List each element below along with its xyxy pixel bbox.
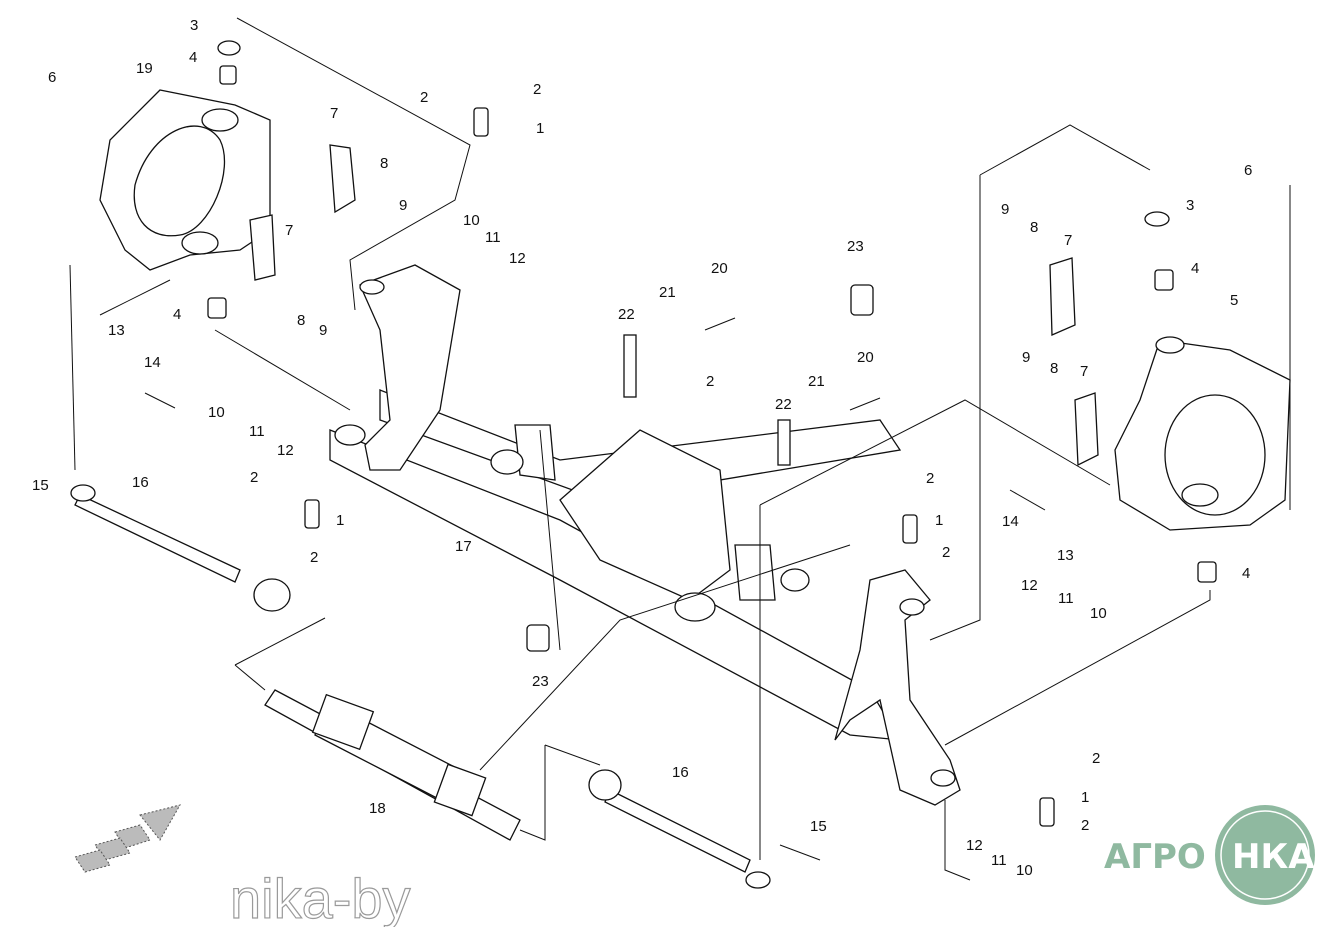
callout-7: 7 bbox=[1064, 232, 1072, 249]
callout-6: 6 bbox=[48, 69, 56, 86]
callout-9: 9 bbox=[1001, 201, 1009, 218]
callout-7: 7 bbox=[330, 105, 338, 122]
callout-14: 14 bbox=[144, 354, 161, 371]
callout-11: 11 bbox=[249, 423, 265, 440]
callout-21: 21 bbox=[659, 284, 676, 301]
right-steering-knuckle bbox=[834, 569, 961, 806]
left-steering-knuckle bbox=[334, 264, 461, 471]
callout-1: 1 bbox=[336, 512, 344, 529]
callout-20: 20 bbox=[711, 260, 728, 277]
callout-22: 22 bbox=[775, 396, 792, 413]
left-hub-housing bbox=[99, 89, 271, 271]
callout-11: 11 bbox=[991, 852, 1007, 869]
right-hub-housing bbox=[1114, 336, 1291, 531]
logo-text-left: АГРО bbox=[1104, 837, 1206, 877]
callout-4: 4 bbox=[1242, 565, 1250, 582]
tie-rod-right bbox=[588, 769, 771, 889]
callout-12: 12 bbox=[277, 442, 294, 459]
callout-2: 2 bbox=[1092, 750, 1100, 767]
callout-3: 3 bbox=[1186, 197, 1194, 214]
callout-22: 22 bbox=[618, 306, 635, 323]
callout-17: 17 bbox=[455, 538, 472, 555]
callout-20: 20 bbox=[857, 349, 874, 366]
callout-2: 2 bbox=[420, 89, 428, 106]
callout-9: 9 bbox=[1022, 349, 1030, 366]
callout-23: 23 bbox=[532, 673, 549, 690]
callout-21: 21 bbox=[808, 373, 825, 390]
callout-7: 7 bbox=[285, 222, 293, 239]
steering-cylinder bbox=[264, 689, 521, 841]
callout-4: 4 bbox=[189, 49, 197, 66]
callout-1: 1 bbox=[1081, 789, 1089, 806]
callout-15: 15 bbox=[32, 477, 49, 494]
tie-rod-left bbox=[70, 484, 291, 612]
callout-8: 8 bbox=[297, 312, 305, 329]
callout-1: 1 bbox=[935, 512, 943, 529]
callout-2: 2 bbox=[942, 544, 950, 561]
callout-2: 2 bbox=[706, 373, 714, 390]
callout-10: 10 bbox=[463, 212, 480, 229]
callout-8: 8 bbox=[1030, 219, 1038, 236]
callout-8: 8 bbox=[1050, 360, 1058, 377]
callout-4: 4 bbox=[1191, 260, 1199, 277]
logo-text-right: НКА bbox=[1232, 837, 1315, 877]
callout-11: 11 bbox=[485, 229, 501, 246]
callout-9: 9 bbox=[399, 197, 407, 214]
callout-8: 8 bbox=[380, 155, 388, 172]
callout-10: 10 bbox=[208, 404, 225, 421]
callout-16: 16 bbox=[132, 474, 149, 491]
callout-12: 12 bbox=[966, 837, 983, 854]
small-parts bbox=[144, 40, 1217, 827]
callout-12: 12 bbox=[1021, 577, 1038, 594]
callout-2: 2 bbox=[250, 469, 258, 486]
callout-11: 11 bbox=[1058, 590, 1074, 607]
callout-2: 2 bbox=[1081, 817, 1089, 834]
callout-19: 19 bbox=[136, 60, 153, 77]
callout-3: 3 bbox=[190, 17, 198, 34]
callout-7: 7 bbox=[1080, 363, 1088, 380]
callout-10: 10 bbox=[1016, 862, 1033, 879]
callout-2: 2 bbox=[533, 81, 541, 98]
callout-14: 14 bbox=[1002, 513, 1019, 530]
callout-12: 12 bbox=[509, 250, 526, 267]
leader-lines bbox=[69, 17, 1291, 881]
agronika-logo: АГРО НКА bbox=[1104, 805, 1315, 905]
callout-16: 16 bbox=[672, 764, 689, 781]
forward-direction-arrow bbox=[74, 804, 182, 873]
callout-18: 18 bbox=[369, 800, 386, 817]
callout-13: 13 bbox=[1057, 547, 1074, 564]
callout-15: 15 bbox=[810, 818, 827, 835]
callout-1: 1 bbox=[536, 120, 544, 137]
callout-6: 6 bbox=[1244, 162, 1252, 179]
callout-9: 9 bbox=[319, 322, 327, 339]
callout-2: 2 bbox=[926, 470, 934, 487]
callout-13: 13 bbox=[108, 322, 125, 339]
callout-2: 2 bbox=[310, 549, 318, 566]
callout-5: 5 bbox=[1230, 292, 1238, 309]
callout-4: 4 bbox=[173, 306, 181, 323]
front-axle-beam bbox=[329, 389, 902, 741]
callout-23: 23 bbox=[847, 238, 864, 255]
watermark: nika-by bbox=[230, 867, 411, 927]
callout-10: 10 bbox=[1090, 605, 1107, 622]
